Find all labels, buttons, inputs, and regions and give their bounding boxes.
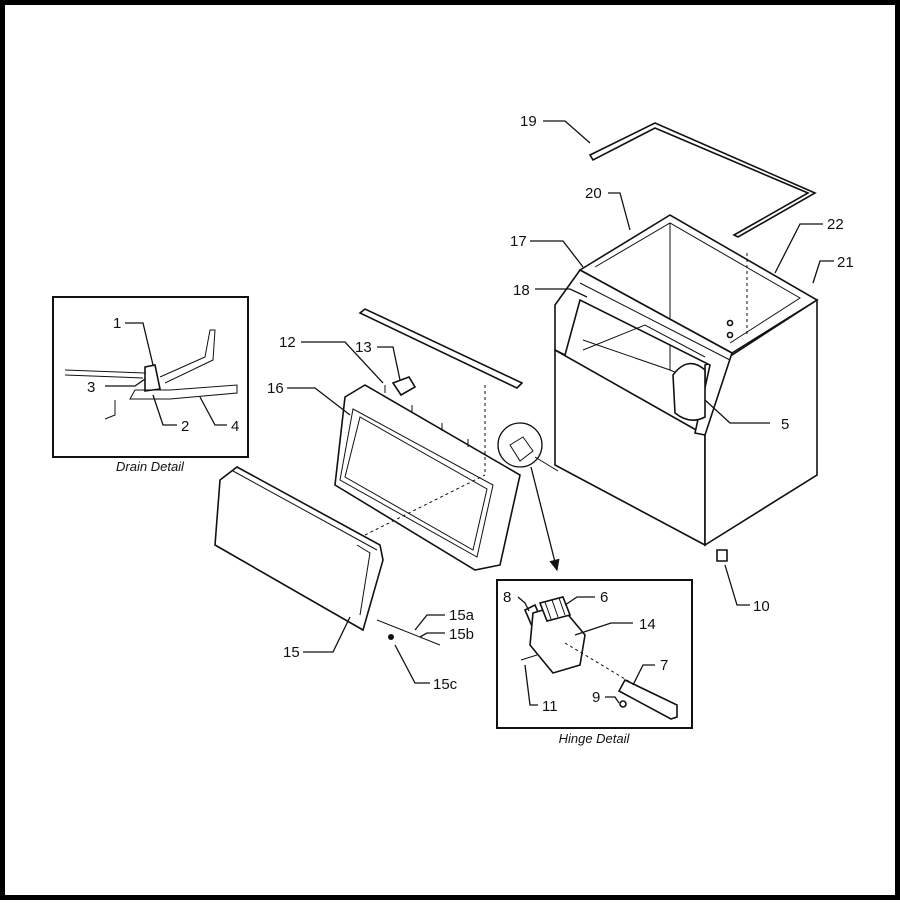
callout-5: 5 xyxy=(781,416,789,433)
callout-4: 4 xyxy=(231,418,239,435)
drain-detail-box xyxy=(52,296,249,458)
callout-16: 16 xyxy=(267,380,284,397)
hinge-detail-box xyxy=(496,579,693,729)
leader-lines xyxy=(105,120,834,706)
callout-8: 8 xyxy=(503,589,511,606)
callout-15: 15 xyxy=(283,644,300,661)
callout-20: 20 xyxy=(585,185,602,202)
part-15c-marker xyxy=(388,634,394,640)
drain-detail-drawing xyxy=(64,329,238,420)
callout-17: 17 xyxy=(510,233,527,250)
callout-19: 19 xyxy=(520,113,537,130)
callout-22: 22 xyxy=(827,216,844,233)
callout-21: 21 xyxy=(837,254,854,271)
callout-15c: 15c xyxy=(433,676,458,693)
top-gasket xyxy=(588,122,817,238)
callout-13: 13 xyxy=(355,339,372,356)
callout-3: 3 xyxy=(87,379,95,396)
hinge-callout-circle xyxy=(497,422,543,468)
door-frame xyxy=(334,376,521,571)
door-panel xyxy=(214,466,384,632)
callout-labels: 1 2 3 4 5 6 7 8 9 10 11 12 13 14 15 15a … xyxy=(87,113,854,715)
callout-6: 6 xyxy=(600,589,608,606)
callout-14: 14 xyxy=(639,616,656,633)
callout-12: 12 xyxy=(279,334,296,351)
callout-11: 11 xyxy=(542,698,558,715)
door-top-strip xyxy=(358,308,524,389)
callout-18: 18 xyxy=(513,282,530,299)
callout-10: 10 xyxy=(753,598,770,615)
callout-1: 1 xyxy=(113,315,121,332)
exploded-parts-diagram: 1 2 3 4 5 6 7 8 9 10 11 12 13 14 15 15a … xyxy=(52,113,854,746)
callout-15b: 15b xyxy=(449,626,474,643)
hinge-detail-drawing xyxy=(520,596,678,720)
callout-9: 9 xyxy=(592,689,600,706)
callout-7: 7 xyxy=(660,657,668,674)
drain-detail-caption: Drain Detail xyxy=(116,459,185,474)
callout-2: 2 xyxy=(181,418,189,435)
hinge-detail-caption: Hinge Detail xyxy=(559,731,631,746)
callout-15a: 15a xyxy=(449,607,475,624)
